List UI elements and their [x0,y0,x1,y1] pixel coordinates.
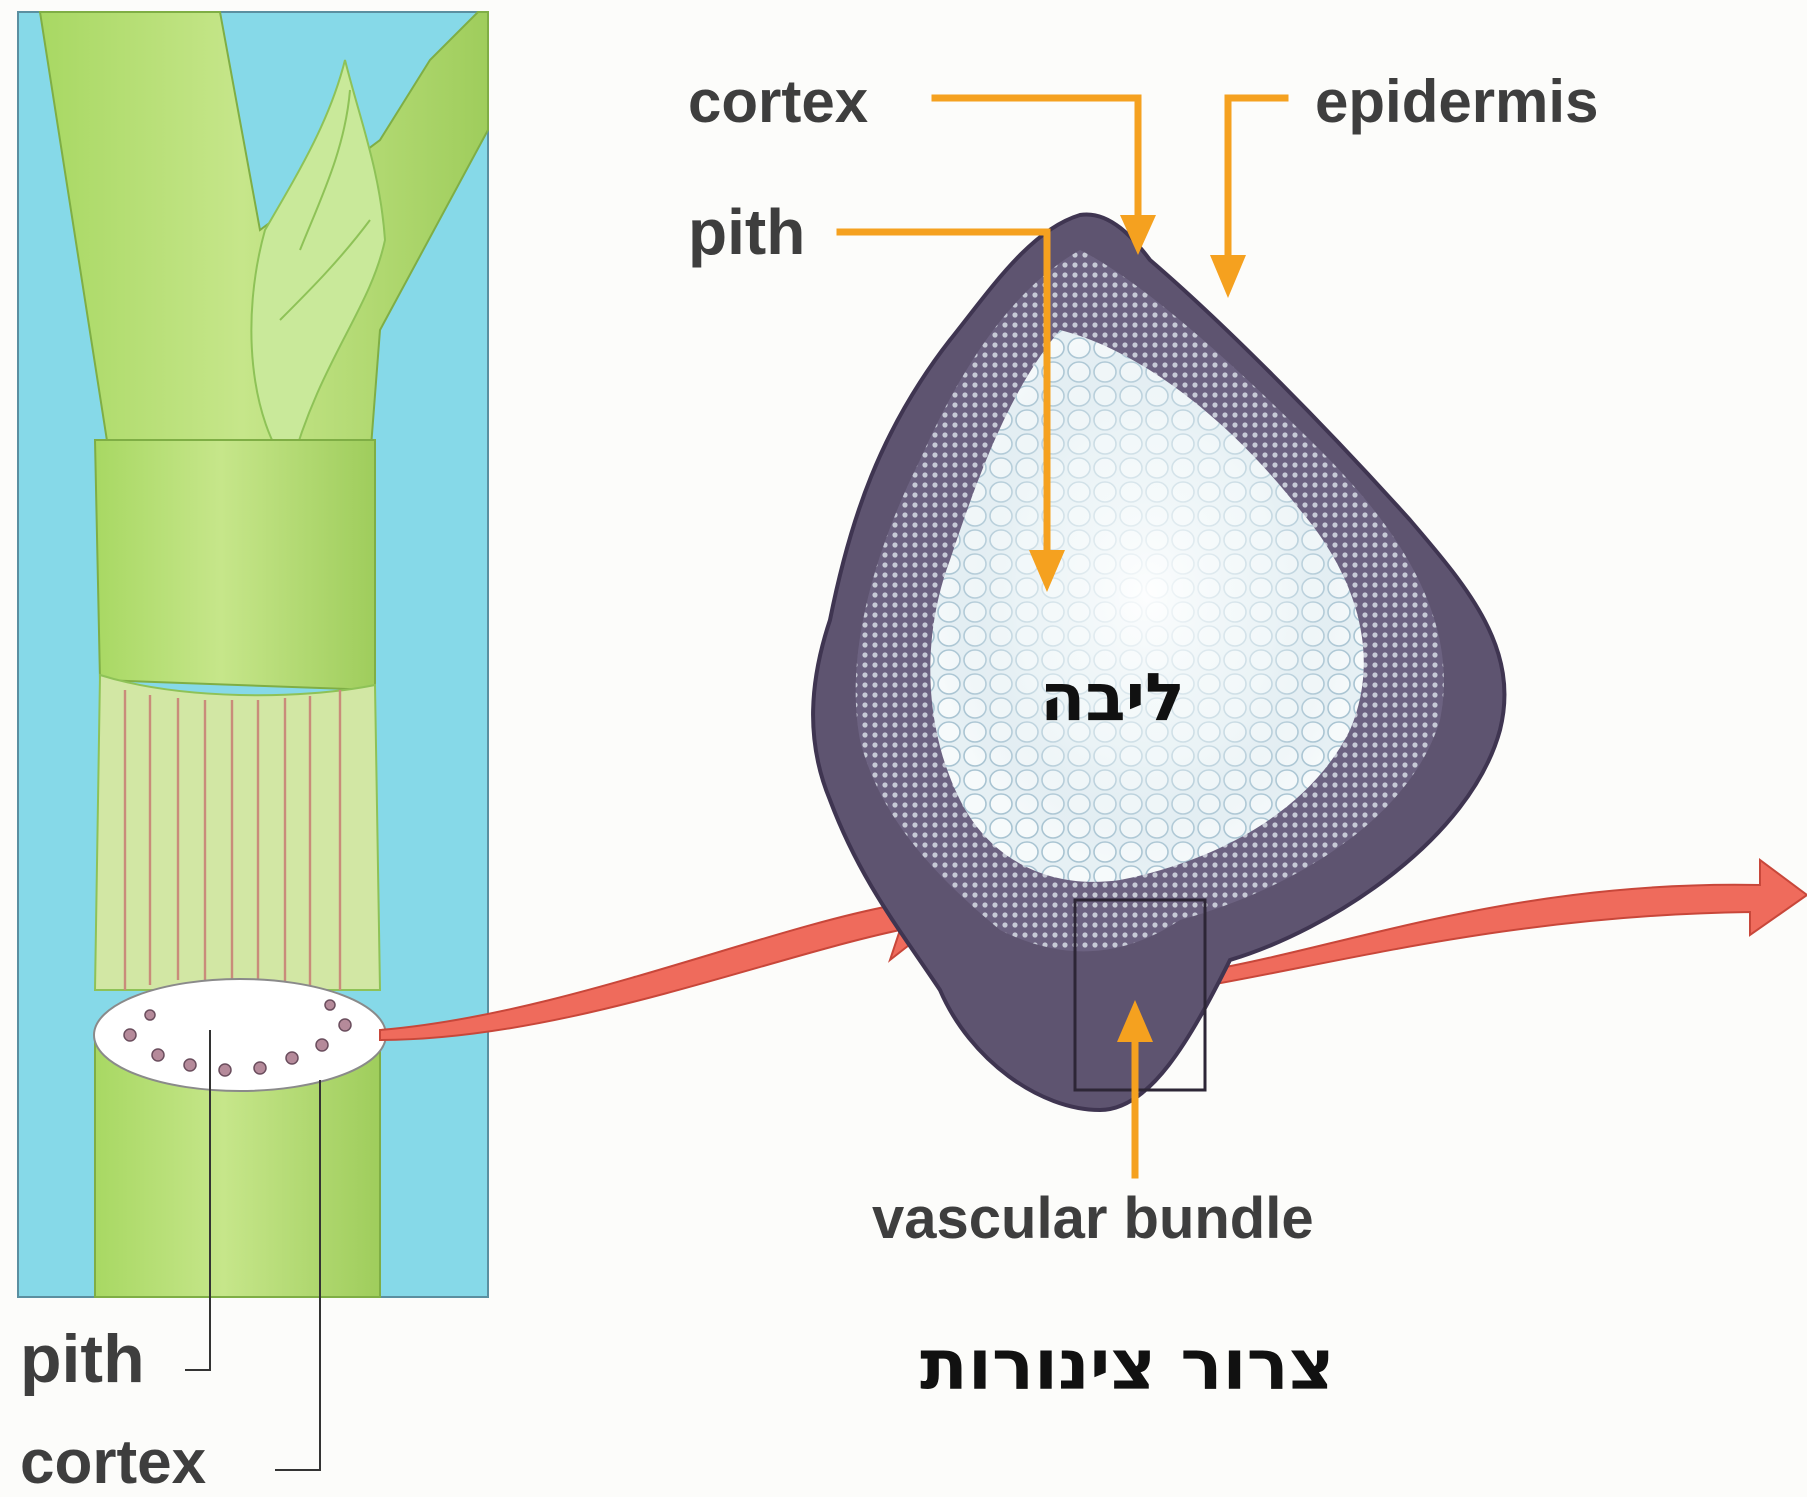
section-cortex-label: cortex [688,72,868,132]
vascular-bundle-hebrew-label: צרור צינורות [920,1330,1334,1400]
stem-cut-band [95,675,380,990]
stem-illustration [18,12,488,1470]
section-pith-label: pith [688,200,805,264]
stem-upper [95,440,375,690]
section-epidermis-label: epidermis [1315,72,1598,132]
cortex-callout-line [935,98,1138,225]
epidermis-arrowhead [1210,255,1246,298]
pith-hebrew-label: ליבה [1040,665,1185,731]
epidermis-callout-line [1228,98,1285,268]
section-vascular-bundle-label: vascular bundle [872,1190,1314,1248]
stem-cortex-label: cortex [20,1432,206,1494]
stem-cross-section [94,979,386,1091]
stem-pith-label: pith [20,1325,145,1393]
